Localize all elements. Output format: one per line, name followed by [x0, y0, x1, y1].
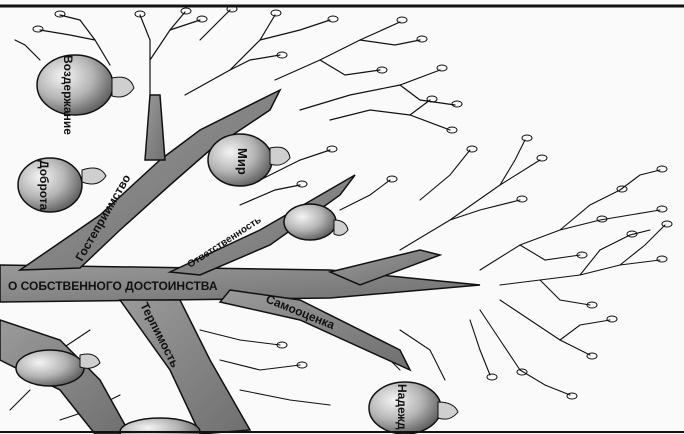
fruit-nadezhda: Надежд: [369, 382, 458, 434]
branch-samootsenka: [220, 290, 410, 370]
fruit-label-vozderzhanie: Воздержание: [61, 55, 75, 135]
branch-upper-stub: [145, 95, 165, 160]
fruit-label-mir: Мир: [235, 148, 250, 175]
fruit-label-nadezhda: Надежд: [395, 384, 409, 430]
fruit-label-dobrota: Доброта: [37, 160, 51, 211]
branch-terpimost: [120, 300, 250, 434]
trunk-label: О СОБСТВЕННОГО ДОСТОИНСТВА: [8, 279, 218, 293]
fruit-small-middle: [284, 204, 348, 240]
fruit-mir: Мир: [208, 134, 290, 186]
fruit-vozderzhanie: Воздержание: [37, 55, 134, 135]
fruit-dobrota: Доброта: [18, 158, 106, 212]
